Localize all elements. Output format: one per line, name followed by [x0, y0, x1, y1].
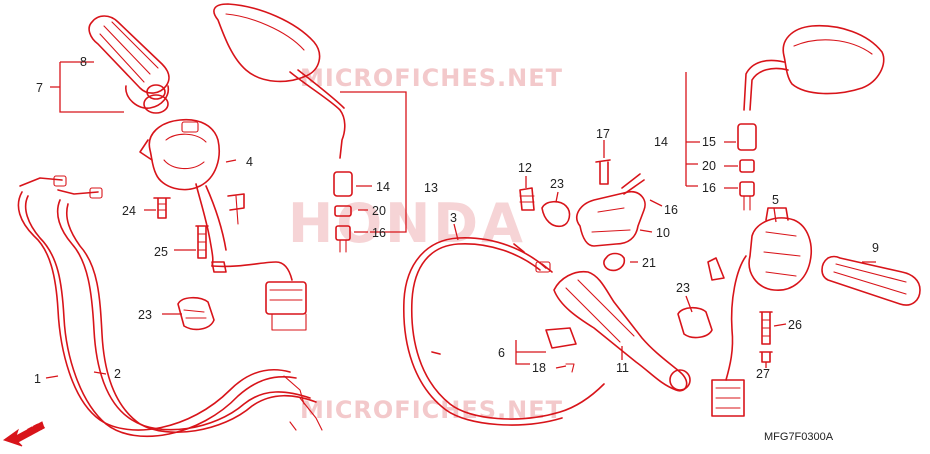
cables-left	[17, 175, 323, 437]
callout-6: 6	[498, 346, 505, 360]
bracket-13	[340, 91, 407, 233]
callout-11: 11	[616, 361, 629, 375]
callout-2: 2	[114, 367, 121, 381]
callout-7: 7	[36, 81, 43, 95]
throttle-grip	[88, 15, 170, 114]
front-label: FR.	[26, 420, 47, 439]
bracket-14	[685, 72, 738, 189]
leader-3	[453, 223, 459, 241]
leader-4	[225, 159, 237, 163]
watermark-site-bottom: MICROFICHES.NET	[300, 396, 563, 424]
callout-16-left: 16	[372, 226, 386, 240]
leaders-10-21-17	[630, 199, 663, 263]
brake-lever-assembly	[519, 159, 691, 392]
callout-10: 10	[656, 226, 670, 240]
left-handlebar-switch	[139, 118, 307, 331]
callout-21: 21	[642, 256, 656, 270]
callout-14: 14	[654, 135, 668, 149]
callout-23-left: 23	[138, 308, 152, 322]
leaders-24-25	[144, 209, 196, 251]
mirror-left	[213, 3, 353, 253]
watermark-site-top: MICROFICHES.NET	[300, 64, 563, 92]
callout-17: 16	[664, 203, 678, 217]
leaders-15-20-16-left	[354, 185, 372, 233]
callout-9: 9	[872, 241, 879, 255]
bracket-6	[515, 340, 567, 369]
watermark-logo: HONDA	[288, 192, 526, 255]
front-direction-marker: FR.	[2, 420, 47, 447]
callout-24: 24	[122, 204, 136, 218]
callout-26: 26	[788, 318, 802, 332]
leaders-1-2	[45, 371, 107, 379]
callout-8: 8	[80, 55, 87, 69]
bracket-7	[50, 61, 124, 113]
bolts-right	[677, 306, 773, 363]
callout-18: 17	[596, 127, 610, 141]
leaders-5-9	[773, 207, 876, 263]
leaders-23-26-27	[685, 295, 787, 368]
callout-5: 5	[772, 193, 779, 207]
leaders-12-22-18	[525, 140, 605, 203]
right-handlebar-switch	[707, 207, 812, 417]
callout-22: 23	[550, 177, 564, 191]
callout-20-left: 20	[372, 204, 386, 218]
callout-3: 3	[450, 211, 457, 225]
callout-16-right: 16	[702, 181, 716, 195]
callout-13: 13	[424, 181, 438, 195]
callout-25: 25	[154, 245, 168, 259]
callout-15-left: 14	[376, 180, 390, 194]
cable-3	[402, 237, 605, 426]
mirror-right	[737, 24, 885, 211]
callout-12: 12	[518, 161, 532, 175]
callout-1: 1	[34, 372, 41, 386]
callout-27: 27	[756, 367, 770, 381]
right-grip	[821, 255, 921, 306]
drawing-code: MFG7F0300A	[764, 431, 834, 443]
callout-19: 18	[532, 361, 546, 375]
bolts-left	[153, 197, 215, 331]
callout-4: 4	[246, 155, 253, 169]
callout-15-right: 15	[702, 135, 716, 149]
callout-20-right: 20	[702, 159, 716, 173]
callout-23-right: 23	[676, 281, 690, 295]
